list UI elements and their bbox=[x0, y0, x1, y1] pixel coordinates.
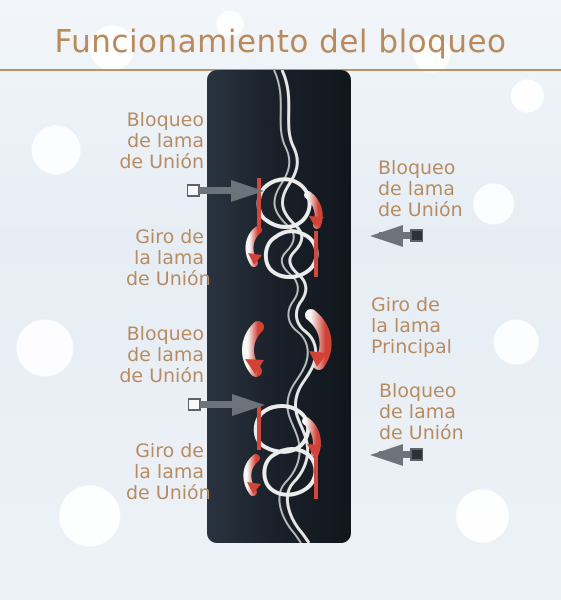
label-left-bottom-rotation: Giro de la lama de Unión bbox=[126, 440, 211, 504]
upper-left-lock-bar bbox=[257, 178, 261, 228]
lower-right-lock-bar bbox=[314, 452, 318, 499]
label-right-bottom-lock: Bloqueo de lama de Unión bbox=[379, 381, 484, 444]
label-right-top-lock-line-2: de lama bbox=[378, 178, 455, 200]
label-right-main-rotation-line-2: la lama bbox=[371, 315, 442, 337]
label-left-upper-rotation: Giro de la lama de Unión bbox=[126, 226, 211, 290]
left-pointing-arrow-icon bbox=[187, 176, 283, 206]
lower-rotation-arrow-right-head bbox=[307, 444, 322, 455]
label-left-top-line-2: de lama bbox=[127, 130, 204, 152]
upper-right-lock-bar bbox=[314, 231, 318, 277]
label-right-top-lock-line-1: Bloqueo bbox=[378, 157, 456, 179]
label-left-bottom-rotation-line-2: la lama bbox=[133, 461, 204, 483]
label-left-top: Bloqueo de lama de Unión bbox=[100, 110, 204, 173]
main-rotation-arrow-left-head bbox=[245, 359, 264, 374]
label-right-bottom-lock-line-2: de lama bbox=[379, 401, 456, 423]
lower-joint-ring-lower bbox=[262, 446, 318, 497]
label-left-upper-rotation-line-1: Giro de bbox=[135, 226, 204, 248]
label-right-main-rotation: Giro de la lama Principal bbox=[371, 295, 478, 358]
label-left-bottom-rotation-line-3: de Unión bbox=[126, 482, 211, 504]
locking-mechanism-illustration bbox=[198, 70, 360, 543]
lower-rotation-arrow-left-head bbox=[247, 482, 261, 494]
dark-slat-panel bbox=[207, 70, 351, 543]
main-rotation-arrow-right-head bbox=[309, 351, 327, 367]
label-left-lower-lock: Bloqueo de lama de Unión bbox=[88, 324, 204, 387]
label-right-bottom-lock-line-1: Bloqueo bbox=[379, 380, 457, 402]
upper-rotation-arrow-right-head bbox=[309, 216, 324, 227]
label-left-upper-rotation-line-2: la lama bbox=[133, 247, 204, 269]
upper-rotation-arrow-left-head bbox=[248, 253, 262, 265]
label-right-main-rotation-line-1: Giro de bbox=[371, 294, 440, 316]
label-right-bottom-lock-line-3: de Unión bbox=[379, 422, 464, 444]
label-left-top-line-3: de Unión bbox=[119, 151, 204, 173]
lower-left-lock-bar bbox=[257, 404, 261, 450]
locking-mechanism-svg bbox=[207, 70, 351, 543]
right-pointing-arrow-icon bbox=[327, 440, 423, 470]
left-pointing-arrow-icon bbox=[188, 390, 284, 420]
label-left-upper-rotation-line-3: de Unión bbox=[126, 268, 211, 290]
label-left-lower-lock-line-2: de lama bbox=[127, 344, 204, 366]
secondary-slat-outline bbox=[273, 70, 309, 543]
label-left-lower-lock-line-3: de Unión bbox=[119, 365, 204, 387]
label-left-bottom-rotation-line-1: Giro de bbox=[135, 440, 204, 462]
label-right-top-lock-line-3: de Unión bbox=[378, 199, 463, 221]
right-pointing-arrow-icon bbox=[327, 221, 423, 251]
page-title: Funcionamiento del bloqueo bbox=[54, 24, 507, 60]
label-right-top-lock: Bloqueo de lama de Unión bbox=[378, 158, 483, 221]
label-right-main-rotation-line-3: Principal bbox=[371, 336, 452, 358]
main-slat-outline bbox=[280, 70, 318, 543]
label-left-top-line-1: Bloqueo bbox=[126, 109, 204, 131]
label-left-lower-lock-line-1: Bloqueo bbox=[126, 323, 204, 345]
